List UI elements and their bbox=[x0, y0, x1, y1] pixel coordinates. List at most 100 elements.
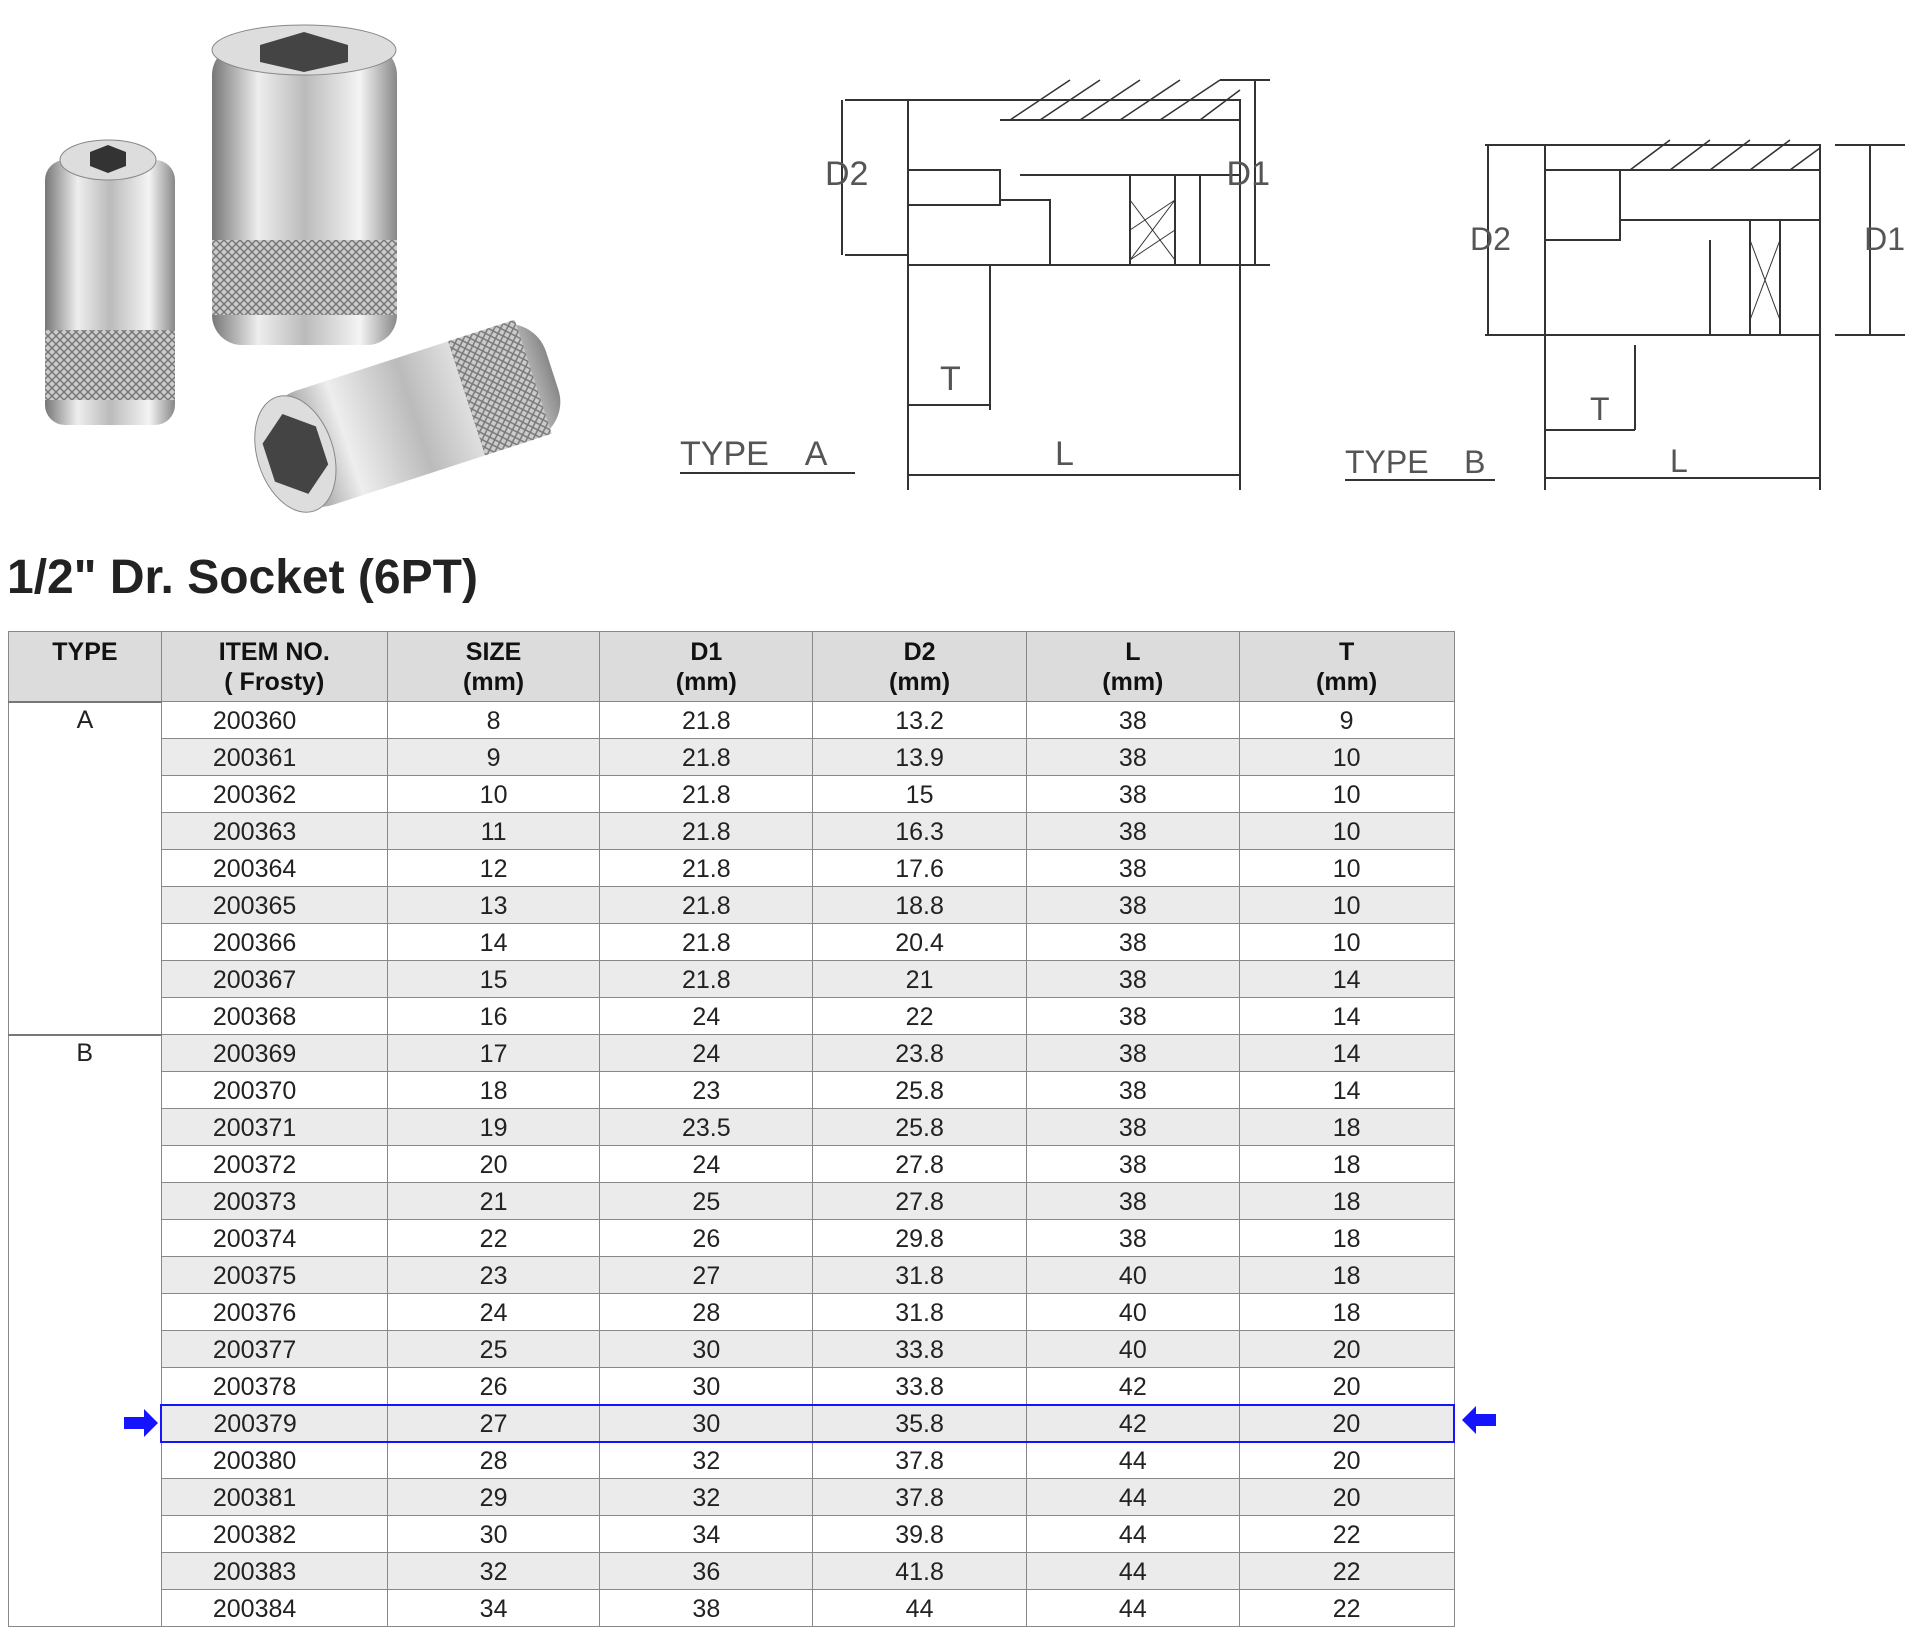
item-number-cell: 200371 bbox=[160, 1108, 388, 1146]
value-cell: 27 bbox=[386, 1403, 601, 1443]
type-a-label: TYPE A bbox=[680, 435, 828, 473]
value-cell: 30 bbox=[599, 1403, 814, 1443]
value-cell: 18 bbox=[1238, 1145, 1455, 1183]
value-cell: 9 bbox=[1238, 701, 1455, 739]
value-cell: 21.8 bbox=[599, 775, 814, 813]
type-cell: A bbox=[8, 700, 162, 1035]
arrow-right-icon bbox=[124, 1409, 158, 1437]
svg-text:D1: D1 bbox=[1227, 155, 1270, 193]
value-cell: 10 bbox=[1238, 775, 1455, 813]
value-cell: 38 bbox=[1025, 1219, 1240, 1257]
value-cell: 32 bbox=[599, 1478, 814, 1516]
item-number-cell: 200362 bbox=[160, 775, 388, 813]
value-cell: 37.8 bbox=[812, 1441, 1027, 1479]
column-header: D1(mm) bbox=[599, 631, 814, 702]
value-cell: 12 bbox=[386, 849, 601, 887]
item-number-cell: 200366 bbox=[160, 923, 388, 961]
value-cell: 20 bbox=[1238, 1403, 1455, 1443]
value-cell: 32 bbox=[599, 1441, 814, 1479]
item-number-cell: 200376 bbox=[160, 1293, 388, 1331]
value-cell: 18 bbox=[1238, 1293, 1455, 1331]
svg-text:L: L bbox=[1055, 435, 1074, 473]
value-cell: 14 bbox=[1238, 960, 1455, 998]
item-number-cell: 200364 bbox=[160, 849, 388, 887]
value-cell: 44 bbox=[1025, 1552, 1240, 1590]
value-cell: 24 bbox=[599, 997, 814, 1035]
value-cell: 42 bbox=[1025, 1403, 1240, 1443]
item-number-cell: 200374 bbox=[160, 1219, 388, 1257]
header-text: ( Frosty) bbox=[224, 668, 325, 696]
value-cell: 24 bbox=[386, 1293, 601, 1331]
item-number-cell: 200383 bbox=[160, 1552, 388, 1590]
value-cell: 15 bbox=[386, 960, 601, 998]
column-header: L(mm) bbox=[1025, 631, 1240, 702]
value-cell: 30 bbox=[599, 1330, 814, 1368]
item-number-cell: 200373 bbox=[160, 1182, 388, 1220]
value-cell: 38 bbox=[1025, 1182, 1240, 1220]
value-cell: 23.8 bbox=[812, 1034, 1027, 1072]
value-cell: 18 bbox=[1238, 1182, 1455, 1220]
value-cell: 44 bbox=[1025, 1589, 1240, 1627]
value-cell: 38 bbox=[1025, 997, 1240, 1035]
value-cell: 38 bbox=[1025, 812, 1240, 850]
item-number-cell: 200384 bbox=[160, 1589, 388, 1627]
value-cell: 21.8 bbox=[599, 960, 814, 998]
value-cell: 38 bbox=[1025, 849, 1240, 887]
value-cell: 16 bbox=[386, 997, 601, 1035]
svg-text:D2: D2 bbox=[825, 155, 868, 193]
header-text: TYPE bbox=[52, 638, 118, 666]
value-cell: 14 bbox=[1238, 1034, 1455, 1072]
type-b-diagram: D2 D1 T L TYPE B bbox=[1345, 139, 1905, 490]
item-number-cell: 200380 bbox=[160, 1441, 388, 1479]
value-cell: 27.8 bbox=[812, 1145, 1027, 1183]
value-cell: 21.8 bbox=[599, 886, 814, 924]
value-cell: 33.8 bbox=[812, 1330, 1027, 1368]
value-cell: 28 bbox=[599, 1293, 814, 1331]
svg-text:L: L bbox=[1670, 443, 1688, 479]
column-header: T(mm) bbox=[1238, 631, 1455, 702]
value-cell: 26 bbox=[386, 1367, 601, 1405]
page-title: 1/2" Dr. Socket (6PT) bbox=[7, 551, 478, 604]
value-cell: 20 bbox=[1238, 1330, 1455, 1368]
column-header: TYPE bbox=[8, 631, 162, 702]
value-cell: 18 bbox=[1238, 1219, 1455, 1257]
value-cell: 44 bbox=[1025, 1441, 1240, 1479]
value-cell: 29.8 bbox=[812, 1219, 1027, 1257]
value-cell: 10 bbox=[1238, 812, 1455, 850]
item-number-cell: 200360 bbox=[160, 701, 388, 739]
value-cell: 21 bbox=[812, 960, 1027, 998]
value-cell: 20 bbox=[386, 1145, 601, 1183]
type-a-diagram: D2 D1 T L TYPE A bbox=[680, 79, 1270, 490]
value-cell: 10 bbox=[386, 775, 601, 813]
value-cell: 20 bbox=[1238, 1367, 1455, 1405]
value-cell: 24 bbox=[599, 1145, 814, 1183]
value-cell: 23.5 bbox=[599, 1108, 814, 1146]
value-cell: 32 bbox=[386, 1552, 601, 1590]
header-text: T bbox=[1338, 638, 1355, 666]
value-cell: 20.4 bbox=[812, 923, 1027, 961]
value-cell: 42 bbox=[1025, 1367, 1240, 1405]
value-cell: 40 bbox=[1025, 1330, 1240, 1368]
value-cell: 13.2 bbox=[812, 701, 1027, 739]
value-cell: 38 bbox=[1025, 886, 1240, 924]
value-cell: 18 bbox=[1238, 1108, 1455, 1146]
value-cell: 14 bbox=[386, 923, 601, 961]
value-cell: 40 bbox=[1025, 1293, 1240, 1331]
value-cell: 11 bbox=[386, 812, 601, 850]
value-cell: 13.9 bbox=[812, 738, 1027, 776]
value-cell: 40 bbox=[1025, 1256, 1240, 1294]
item-number-cell: 200381 bbox=[160, 1478, 388, 1516]
value-cell: 19 bbox=[386, 1108, 601, 1146]
value-cell: 30 bbox=[386, 1515, 601, 1553]
value-cell: 14 bbox=[1238, 997, 1455, 1035]
value-cell: 30 bbox=[599, 1367, 814, 1405]
value-cell: 23 bbox=[599, 1071, 814, 1109]
